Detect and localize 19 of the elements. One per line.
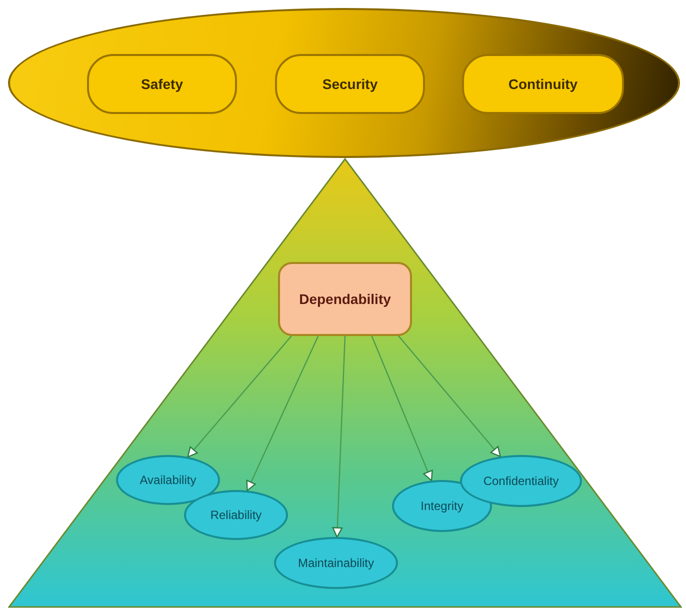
arrow bbox=[246, 336, 319, 492]
arrow bbox=[332, 336, 346, 538]
arrow bbox=[398, 336, 501, 458]
node-label: Integrity bbox=[420, 499, 464, 513]
node-label: Continuity bbox=[508, 76, 578, 92]
node-label: Confidentiality bbox=[483, 474, 559, 488]
node-label: Availability bbox=[140, 473, 196, 487]
rounded-box bbox=[87, 54, 237, 114]
rounded-box bbox=[275, 54, 425, 114]
arrow bbox=[187, 336, 292, 458]
node-label: Dependability bbox=[299, 291, 391, 307]
rounded-box bbox=[462, 54, 624, 114]
node-label: Reliability bbox=[210, 508, 262, 522]
node-label: Safety bbox=[140, 76, 184, 92]
rounded-box bbox=[278, 262, 412, 336]
triangle-shape bbox=[8, 158, 682, 608]
node-label: Security bbox=[322, 76, 378, 92]
arrow bbox=[371, 336, 433, 482]
node-label: Maintainability bbox=[298, 556, 374, 570]
